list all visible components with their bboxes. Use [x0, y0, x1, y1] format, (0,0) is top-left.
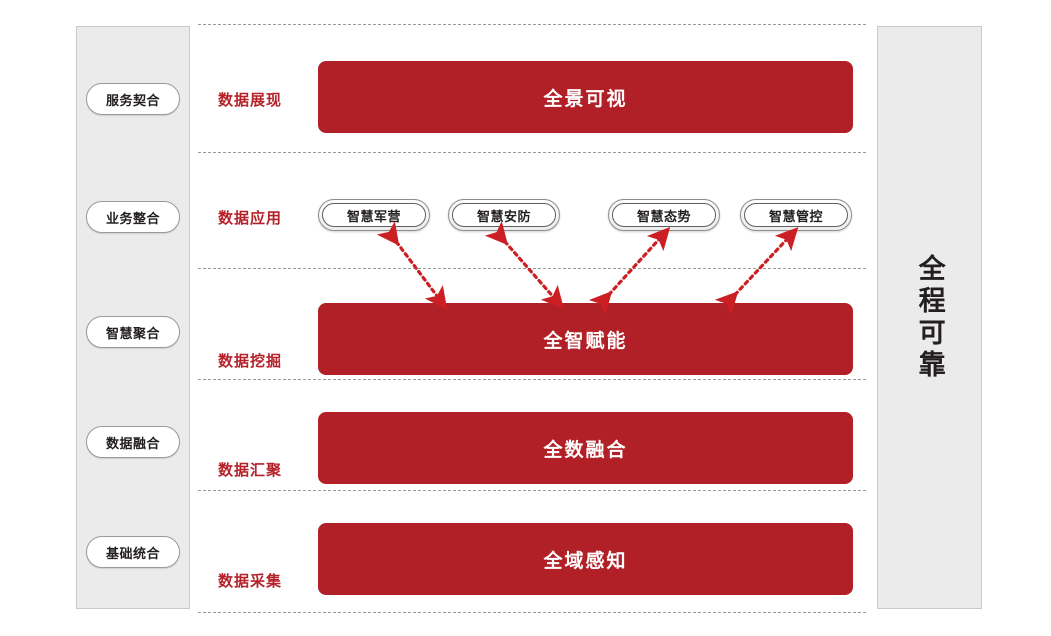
- row-bar-3[interactable]: 全智赋能: [318, 303, 853, 375]
- app-pill-4-label: 智慧管控: [744, 203, 848, 227]
- row-bar-4[interactable]: 全数融合: [318, 412, 853, 484]
- reliability-panel: 全程可靠: [877, 26, 982, 609]
- app-pill-2[interactable]: 智慧安防: [448, 199, 560, 231]
- row-label-1: 数据展现: [218, 92, 283, 109]
- row-divider-2: [198, 268, 866, 269]
- stage-pill-1[interactable]: 服务契合: [86, 83, 180, 115]
- stage-pill-label: 业务整合: [105, 210, 160, 226]
- row-bar-1[interactable]: 全景可视: [318, 61, 853, 133]
- row-label-2: 数据应用: [218, 210, 283, 227]
- row-bar-5[interactable]: 全域感知: [318, 523, 853, 595]
- app-pill-3[interactable]: 智慧态势: [608, 199, 720, 231]
- row-label-4: 数据汇聚: [218, 462, 283, 479]
- stage-pill-label: 服务契合: [105, 92, 160, 108]
- stage-pill-3[interactable]: 智慧聚合: [86, 316, 180, 348]
- row-label-3: 数据挖掘: [218, 353, 283, 370]
- app-pill-1[interactable]: 智慧军营: [318, 199, 430, 231]
- app-pill-3-label: 智慧态势: [612, 203, 716, 227]
- row-bar-3-text: 全智赋能: [543, 330, 628, 352]
- row-bar-1-text: 全景可视: [543, 88, 628, 110]
- app-pill-2-label: 智慧安防: [452, 203, 556, 227]
- row-bar-5-text: 全域感知: [543, 550, 628, 572]
- maturity-stage-panel: 服务契合 业务整合 智慧聚合 数据融合 基础统合: [76, 26, 190, 609]
- stage-pill-2[interactable]: 业务整合: [86, 201, 180, 233]
- row-bar-4-text: 全数融合: [543, 439, 628, 461]
- stage-pill-5[interactable]: 基础统合: [86, 536, 180, 568]
- app-pill-1-label: 智慧军营: [322, 203, 426, 227]
- row-divider-1: [198, 152, 866, 153]
- row-divider-3: [198, 379, 866, 380]
- stage-pill-4[interactable]: 数据融合: [86, 426, 180, 458]
- layer-rows: 数据展现 全景可视 数据应用 智慧军营 智慧安防 智慧态势 智慧管控 数据挖掘 …: [198, 24, 866, 613]
- app-pill-4[interactable]: 智慧管控: [740, 199, 852, 231]
- row-divider-top: [198, 24, 866, 25]
- row-divider-4: [198, 490, 866, 491]
- row-divider-bottom: [198, 612, 866, 613]
- row-label-5: 数据采集: [218, 573, 283, 590]
- stage-pill-label: 数据融合: [105, 435, 160, 451]
- stage-pill-label: 智慧聚合: [105, 325, 160, 341]
- stage-pill-label: 基础统合: [105, 545, 160, 561]
- reliability-panel-label: 全程可靠: [914, 253, 945, 382]
